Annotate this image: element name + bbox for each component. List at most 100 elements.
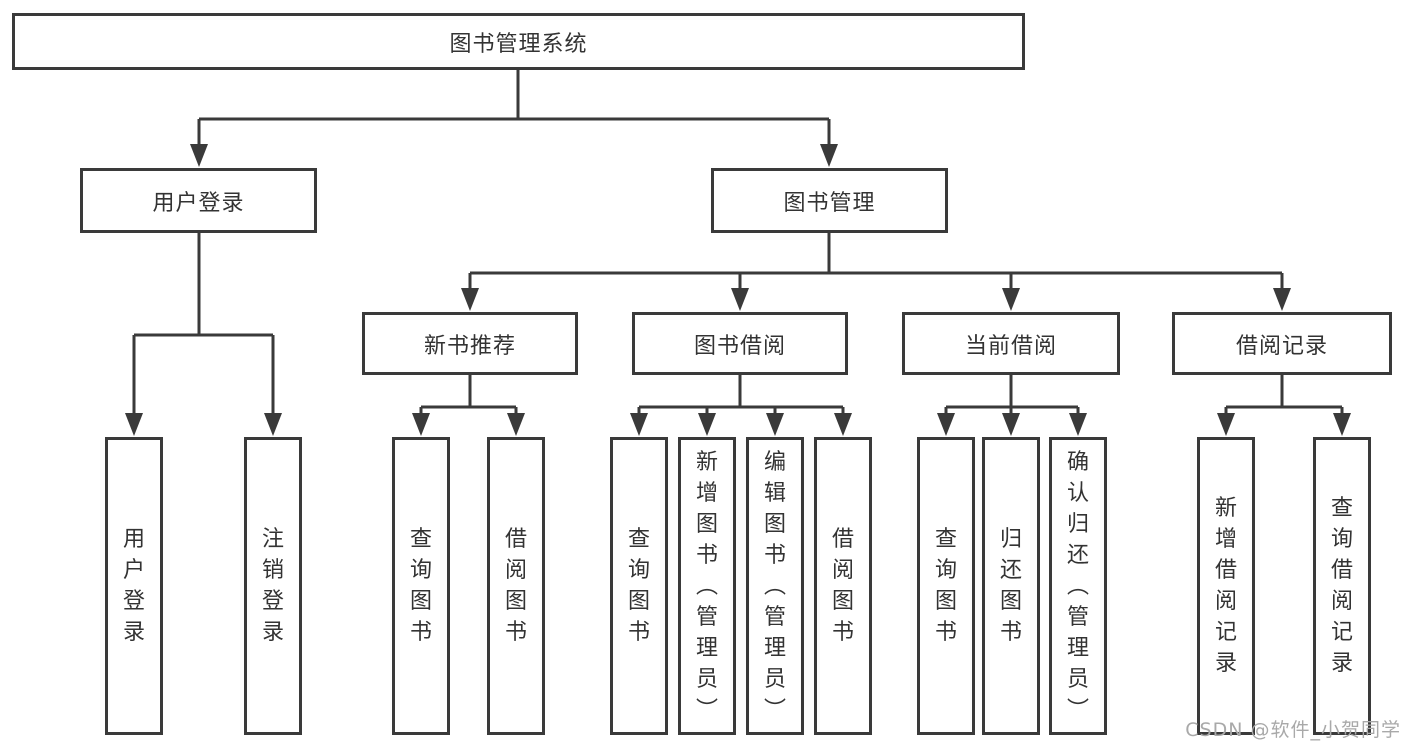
vertical-char: ︶ [763,697,786,723]
vertical-char: 新 [1214,496,1237,521]
vertical-char: 图 [934,589,957,614]
node-label: 新书推荐 [423,333,516,359]
connector-book-mgmt [468,233,1284,291]
leaf-query-books-borrow: 查询图书 [610,437,668,735]
node-root: 图书管理系统 [12,13,1025,70]
vertical-char: 户 [122,558,145,583]
vertical-char: 书 [934,620,957,645]
vertical-char: 询 [934,558,957,583]
vertical-char: 辑 [763,480,786,506]
vertical-char: 借 [1214,558,1237,583]
vertical-char: 阅 [831,558,854,583]
vertical-char: 理 [695,635,718,661]
vertical-char: 借 [504,527,527,552]
vertical-char: 询 [409,558,432,583]
vertical-char: 编 [763,449,786,475]
node-label: 用户登录 [152,190,245,216]
vertical-char: 图 [627,589,650,614]
vertical-char: 认 [1066,480,1089,506]
vertical-char: 查 [1330,496,1353,521]
node-label: 图书借阅 [693,333,786,359]
leaf-edit-book-admin: 编辑图书︵管理员︶ [746,437,804,735]
vertical-char: 还 [1066,542,1089,568]
vertical-char: 借 [1330,558,1353,583]
vertical-char: 归 [1066,511,1089,537]
vertical-char: 图 [504,589,527,614]
vertical-char: 查 [409,527,432,552]
vertical-char: 理 [1066,635,1089,661]
node-current-borrow: 当前借阅 [902,312,1120,375]
vertical-char: 录 [261,620,284,645]
node-label: 借阅记录 [1235,333,1328,359]
leaf-query-borrow-record: 查询借阅记录 [1313,437,1371,735]
node-user-login: 用户登录 [80,168,317,233]
vertical-char: 书 [627,620,650,645]
leaf-query-books-current: 查询图书 [917,437,975,735]
leaf-return-books: 归还图书 [982,437,1040,735]
vertical-char: 管 [1066,604,1089,630]
arrowheads [125,144,1351,436]
leaf-add-borrow-record: 新增借阅记录 [1197,437,1255,735]
connector-user-login [132,233,275,415]
vertical-char: 图 [409,589,432,614]
leaf-borrow-books-rec: 借阅图书 [487,437,545,735]
vertical-char: 图 [763,511,786,537]
vertical-char: 图 [999,589,1022,614]
vertical-char: 增 [695,480,718,506]
connector-root [197,70,831,146]
vertical-char: 书 [999,620,1022,645]
vertical-char: 图 [831,589,854,614]
node-borrow-records: 借阅记录 [1172,312,1392,375]
vertical-char: 录 [122,620,145,645]
vertical-char: 员 [695,666,718,692]
connector-current-borrow [944,375,1080,415]
vertical-char: 图 [695,511,718,537]
vertical-char: 记 [1214,620,1237,645]
leaf-add-book-admin: 新增图书 ︵ 管理员 ︶ [678,437,736,735]
vertical-char: 增 [1214,527,1237,552]
vertical-char: 书 [763,542,786,568]
vertical-char: 询 [627,558,650,583]
leaf-confirm-return-admin: 确认归还︵管理员︶ [1049,437,1107,735]
connector-borrow-records [1224,375,1344,415]
vertical-char: 理 [763,635,786,661]
vertical-char: ︶ [695,697,718,723]
vertical-char: 注 [261,527,284,552]
node-book-borrow: 图书借阅 [632,312,848,375]
node-book-mgmt: 图书管理 [711,168,948,233]
vertical-char: 查 [627,527,650,552]
node-new-book-rec: 新书推荐 [362,312,578,375]
watermark: CSDN @软件_小贺同学 [1185,719,1401,741]
vertical-char: 书 [831,620,854,645]
vertical-char: 用 [122,527,145,552]
connector-book-borrow [637,375,845,415]
vertical-char: 登 [261,589,284,614]
vertical-char: 书 [695,542,718,568]
vertical-char: 管 [763,604,786,630]
vertical-char: 登 [122,589,145,614]
vertical-char: 书 [504,620,527,645]
vertical-char: ︵ [695,573,718,599]
vertical-char: 还 [999,558,1022,583]
vertical-char: 书 [409,620,432,645]
vertical-char: 阅 [1214,589,1237,614]
vertical-char: 员 [763,666,786,692]
vertical-char: 确 [1066,449,1089,475]
vertical-char: ︵ [1066,573,1089,599]
vertical-char: 销 [261,558,284,583]
vertical-char: 录 [1330,651,1353,676]
vertical-char: 新 [695,449,718,475]
node-label: 图书管理 [783,190,876,216]
vertical-char: ︶ [1066,697,1089,723]
node-root-label: 图书管理系统 [449,31,588,57]
vertical-char: 询 [1330,527,1353,552]
node-label: 当前借阅 [964,333,1057,359]
connector-new-book-rec [419,375,518,415]
vertical-char: 查 [934,527,957,552]
leaf-logout: 注销登录 [244,437,302,735]
vertical-char: 记 [1330,620,1353,645]
vertical-char: 管 [695,604,718,630]
vertical-char: 阅 [504,558,527,583]
